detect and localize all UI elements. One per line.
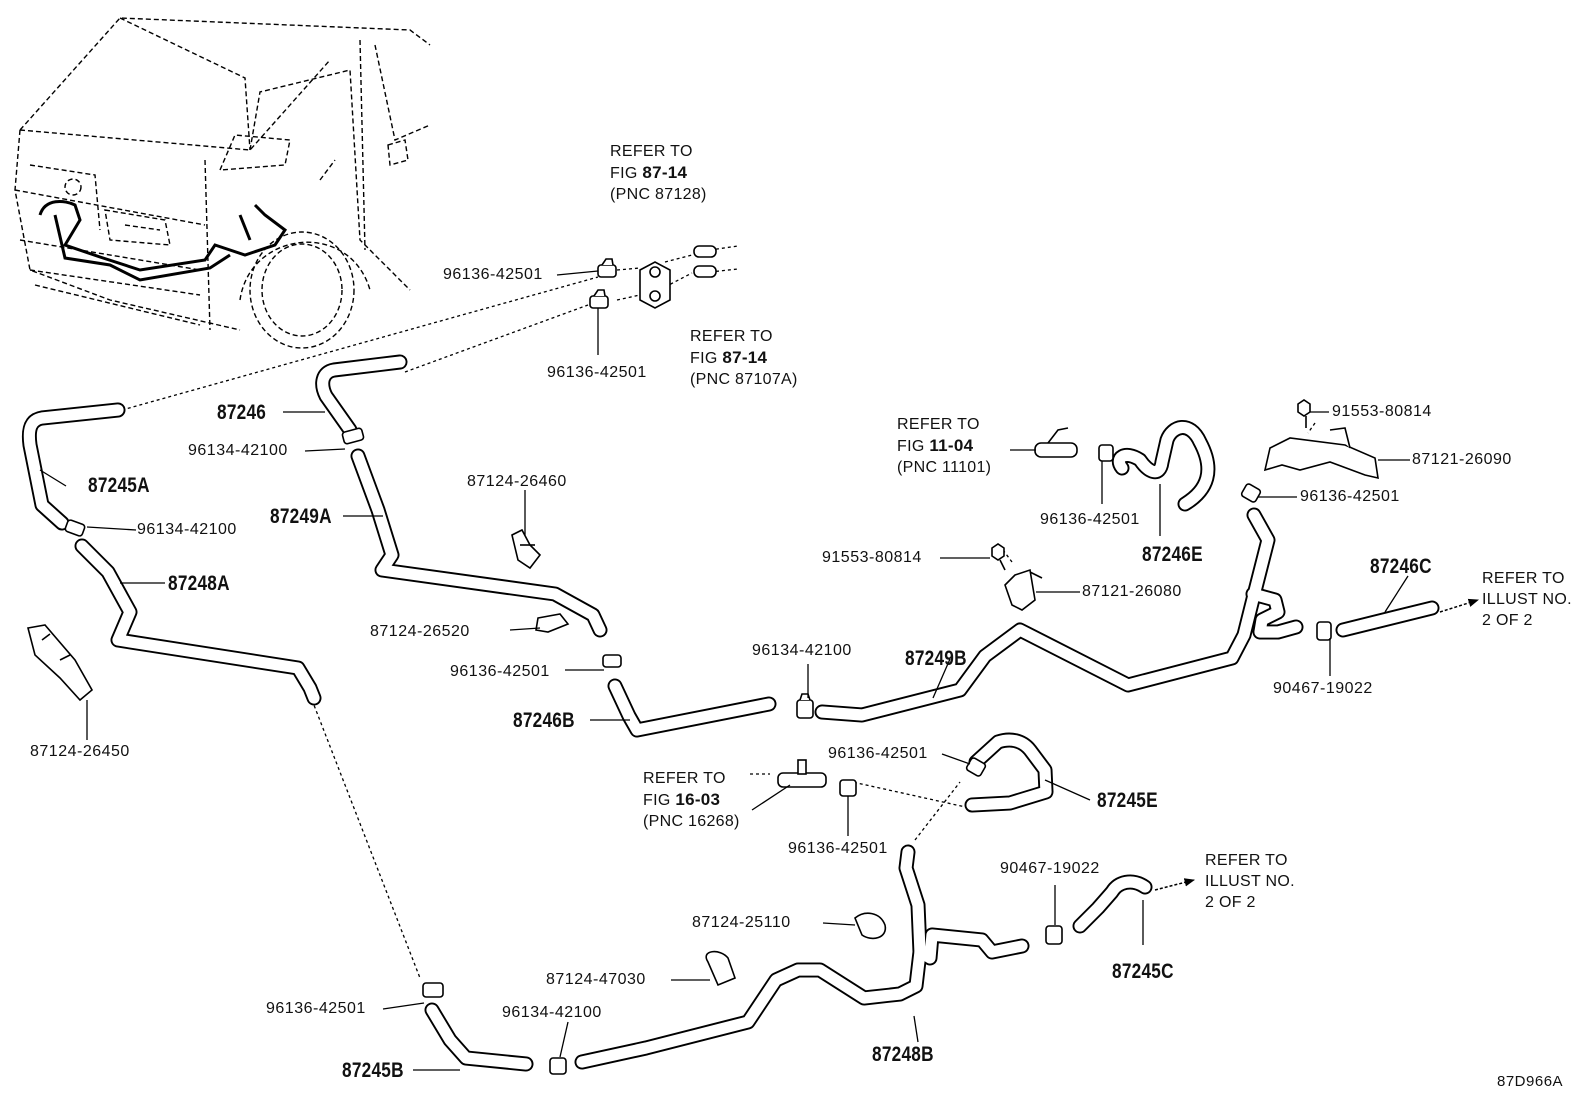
- part-label-96136-42501: 96136-42501: [828, 745, 928, 762]
- hose-clip: [705, 950, 737, 987]
- hose-clamp: [1240, 483, 1262, 503]
- bolt: [1297, 399, 1311, 428]
- part-label-87124-47030: 87124-47030: [546, 971, 646, 988]
- part-label-96136-42501: 96136-42501: [788, 840, 888, 857]
- part-label-87249A: 87249A: [270, 505, 332, 528]
- hose-bracket: [1004, 568, 1043, 611]
- part-label-87124-25110: 87124-25110: [692, 914, 791, 931]
- part-label-90467-19022: 90467-19022: [1000, 860, 1100, 877]
- hose-joint: [639, 261, 671, 309]
- part-label-87246C: 87246C: [1370, 555, 1432, 578]
- reference-fig-line: FIG 16-03: [643, 790, 721, 809]
- part-label-87121-26080: 87121-26080: [1082, 583, 1182, 600]
- part-label-96134-42100: 96134-42100: [502, 1004, 602, 1021]
- hose-clamp: [64, 519, 86, 537]
- hose-clamp: [549, 1057, 567, 1075]
- part-label-96134-42100: 96134-42100: [752, 642, 852, 659]
- hoses: [21, 354, 1440, 1072]
- reference-note-87107A: REFER TO FIG 87-14 (PNC 87107A): [690, 326, 798, 390]
- bolt: [991, 543, 1006, 571]
- reference-pnc: (PNC 87107A): [690, 371, 798, 388]
- part-label-96134-42100: 96134-42100: [137, 521, 237, 538]
- part-label-87248A: 87248A: [168, 572, 230, 595]
- part-label-91553-80814: 91553-80814: [822, 549, 922, 566]
- hose-clamp: [1098, 444, 1114, 462]
- reference-fig-line: FIG 87-14: [610, 163, 688, 182]
- reference-line: REFER TO: [643, 770, 726, 787]
- hose-clamp: [839, 779, 857, 797]
- hose-clip: [511, 528, 542, 570]
- hose-clamp: [589, 289, 609, 309]
- part-label-87124-26520: 87124-26520: [370, 623, 470, 640]
- continuation-arrows: [1154, 598, 1480, 891]
- reference-pnc: (PNC 11101): [897, 459, 992, 476]
- reference-line: 2 OF 2: [1205, 894, 1256, 911]
- hose-clamp: [602, 654, 622, 668]
- van-illustration: [14, 17, 431, 349]
- hose-clamp: [422, 982, 444, 998]
- part-label-87248B: 87248B: [872, 1043, 934, 1066]
- hose-bracket: [1263, 427, 1379, 480]
- part-label-87249B: 87249B: [905, 647, 967, 670]
- reference-line: ILLUST NO.: [1205, 873, 1295, 890]
- reference-note-87128: REFER TO FIG 87-14 (PNC 87128): [610, 141, 707, 205]
- part-label-96136-42501: 96136-42501: [450, 663, 550, 680]
- hose-clip: [27, 624, 94, 702]
- hose-clamp: [796, 693, 814, 719]
- part-label-87245C: 87245C: [1112, 960, 1174, 983]
- reference-line: REFER TO: [610, 143, 693, 160]
- hose-pipe-end: [693, 245, 717, 278]
- hose-clip: [854, 912, 887, 940]
- hose-clamp: [597, 258, 617, 278]
- part-label-96136-42501: 96136-42501: [547, 364, 647, 381]
- part-label-90467-19022: 90467-19022: [1273, 680, 1373, 697]
- reference-pnc: (PNC 87128): [610, 186, 707, 203]
- leader-lines: [39, 270, 1410, 1071]
- hose-clamp: [1316, 621, 1332, 641]
- part-label-87121-26090: 87121-26090: [1412, 451, 1512, 468]
- part-label-96134-42100: 96134-42100: [188, 442, 288, 459]
- reference-line: 2 OF 2: [1482, 612, 1533, 629]
- part-label-87245B: 87245B: [342, 1059, 404, 1082]
- reference-pnc: (PNC 16268): [643, 813, 740, 830]
- reference-note-11101: REFER TO FIG 11-04 (PNC 11101): [897, 414, 991, 478]
- part-label-87124-26450: 87124-26450: [30, 743, 130, 760]
- part-label-96136-42501: 96136-42501: [1300, 488, 1400, 505]
- part-label-87246: 87246: [217, 401, 267, 424]
- water-valve: [1034, 427, 1078, 458]
- reference-note-16268: REFER TO FIG 16-03 (PNC 16268): [643, 768, 740, 832]
- hose-clamp: [341, 427, 365, 445]
- part-label-87124-26460: 87124-26460: [467, 473, 567, 490]
- part-label-87246B: 87246B: [513, 709, 575, 732]
- diagram-code: 87D966A: [1497, 1073, 1564, 1090]
- van-heater-hose-route: [38, 199, 288, 282]
- part-label-87246E: 87246E: [1142, 543, 1203, 566]
- part-label-96136-42501: 96136-42501: [443, 266, 543, 283]
- part-label-96136-42501: 96136-42501: [1040, 511, 1140, 528]
- part-label-87245A: 87245A: [88, 474, 150, 497]
- hose-clip: [535, 613, 570, 633]
- reference-line: REFER TO: [897, 416, 980, 433]
- reference-line: REFER TO: [1205, 852, 1288, 869]
- part-label-91553-80814: 91553-80814: [1332, 403, 1432, 420]
- part-label-96136-42501: 96136-42501: [266, 1000, 366, 1017]
- reference-fig-line: FIG 87-14: [690, 348, 768, 367]
- reference-fig-line: FIG 11-04: [897, 436, 974, 455]
- hose-clamp: [1045, 925, 1063, 945]
- reference-line: REFER TO: [1482, 570, 1565, 587]
- reference-line: ILLUST NO.: [1482, 591, 1572, 608]
- reference-line: REFER TO: [690, 328, 773, 345]
- part-label-87245E: 87245E: [1097, 789, 1158, 812]
- water-pipe-joint: [777, 759, 827, 788]
- reference-note-illust-2: REFER TO ILLUST NO. 2 OF 2: [1205, 850, 1295, 913]
- dotted-connection-lines: [121, 245, 1316, 979]
- reference-note-illust-2: REFER TO ILLUST NO. 2 OF 2: [1482, 568, 1572, 631]
